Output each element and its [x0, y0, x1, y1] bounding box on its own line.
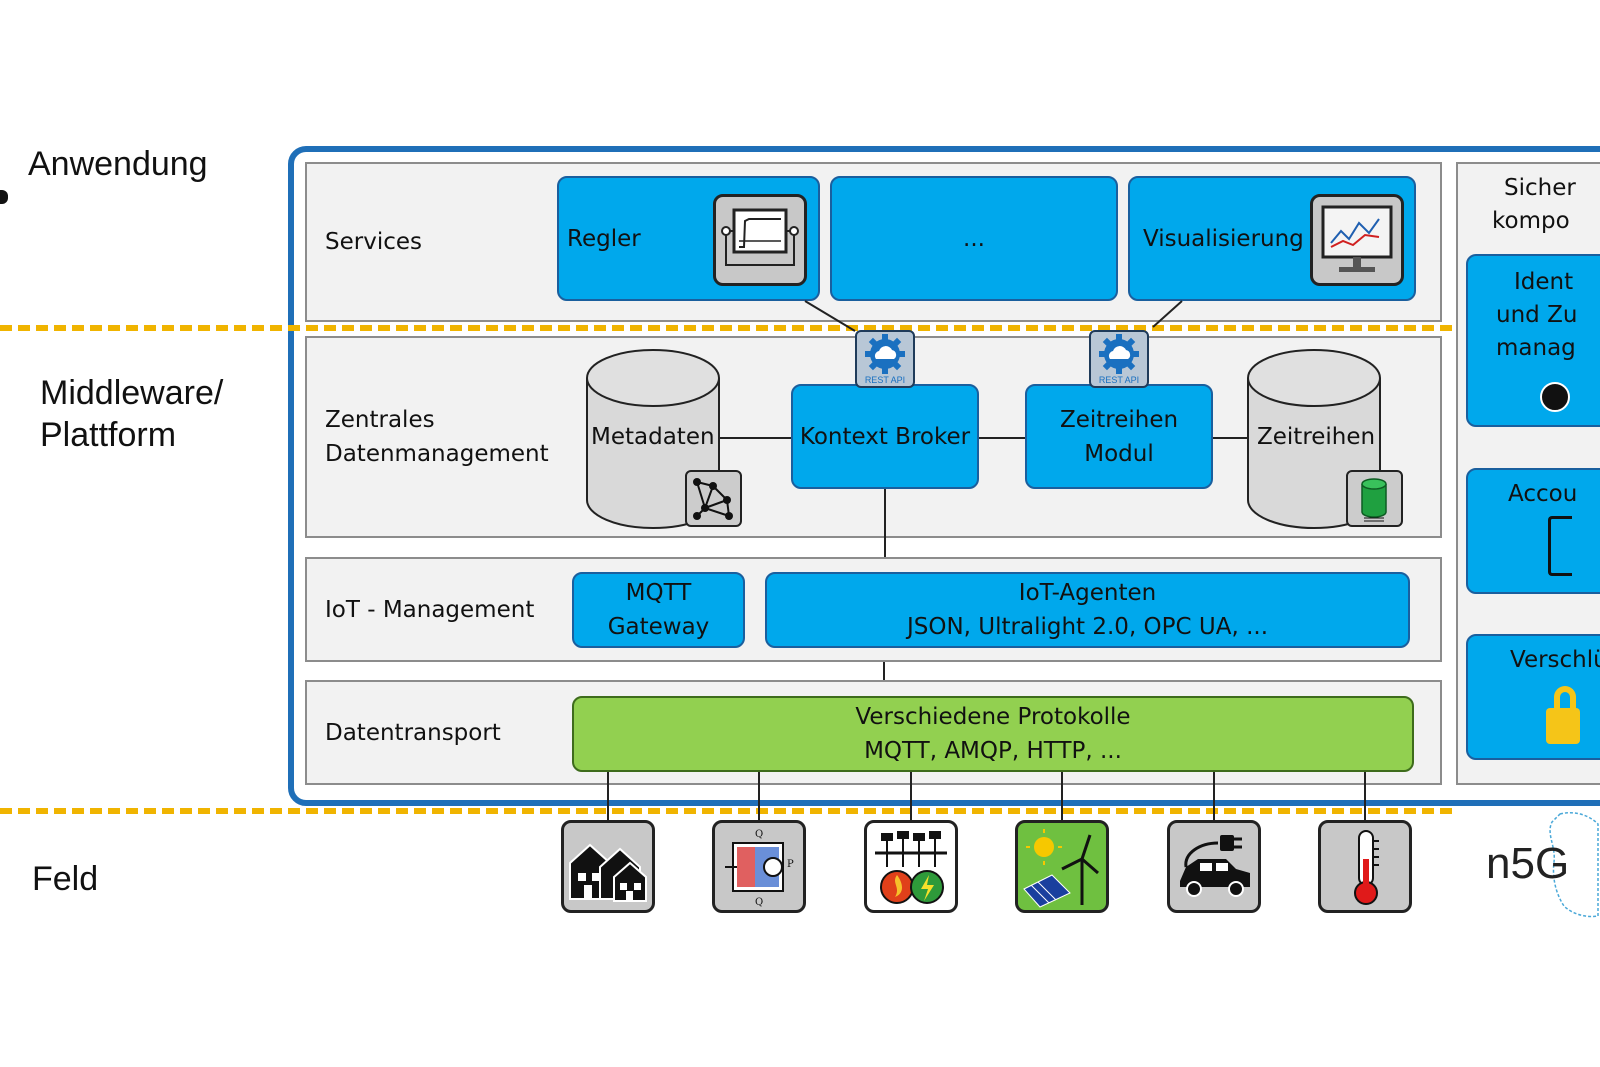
device-connector-5	[1213, 772, 1215, 822]
layer-label-field: Feld	[32, 860, 99, 898]
context-broker-label: Kontext Broker	[799, 423, 971, 450]
module-timeseries-connector	[1212, 437, 1248, 439]
layer-label-application: Anwendung	[28, 145, 208, 183]
timeseries-module-line1: Zeitreihen	[1059, 406, 1179, 433]
thermometer-icon	[1318, 820, 1412, 913]
account-label: Accou	[1508, 481, 1578, 507]
protocols-bus[interactable]: Verschiedene Protokolle MQTT, AMQP, HTTP…	[572, 696, 1414, 772]
transport-label: Datentransport	[325, 720, 501, 746]
device-connector-6	[1364, 772, 1366, 822]
edge-bracket	[0, 190, 8, 204]
encryption-box[interactable]: Verschlü	[1466, 634, 1600, 760]
notebook-icon	[1548, 516, 1572, 576]
device-connector-1	[607, 772, 609, 822]
gear-cloud-icon	[1099, 334, 1139, 374]
visualization-service[interactable]: Visualisierung	[1128, 176, 1416, 301]
security-title-line1: Sicher	[1504, 175, 1576, 201]
identity-line2: und Zu	[1496, 302, 1578, 328]
n5g-logo-text: n5G	[1486, 839, 1569, 888]
protocols-line1: Verschiedene Protokolle	[855, 704, 1131, 730]
n5g-logo: n5G	[1486, 812, 1599, 918]
mqtt-gateway-line1: MQTT	[625, 580, 692, 606]
svg-text:P: P	[787, 859, 794, 870]
rest-api-label-broker: REST API	[864, 375, 906, 385]
visualization-label: Visualisierung	[1143, 226, 1304, 252]
iot-agents-line1: IoT-Agenten	[1018, 580, 1157, 606]
controller-icon	[713, 194, 807, 286]
controller-service[interactable]: Regler	[557, 176, 820, 301]
svg-text:Q: Q	[755, 897, 763, 908]
services-panel-label: Services	[325, 229, 422, 255]
data-management-label-line1: Zentrales	[325, 407, 435, 433]
context-broker[interactable]: Kontext Broker	[791, 384, 979, 489]
mqtt-gateway-line2: Gateway	[607, 614, 710, 640]
identity-icon	[1540, 382, 1570, 412]
device-connector-4	[1061, 772, 1063, 822]
buildings-icon	[561, 820, 655, 913]
device-connector-2	[758, 772, 760, 822]
rest-api-badge-module: REST API	[1089, 330, 1149, 388]
data-management-label-line2: Datenmanagement	[325, 441, 549, 467]
security-title: Sicher kompo	[1492, 172, 1600, 238]
rest-api-label-module: REST API	[1098, 375, 1140, 385]
layer-label-middleware-line1: Middleware/	[40, 374, 224, 412]
device-connector-3	[910, 772, 912, 822]
layer-label-middleware: Middleware/ Plattform	[40, 372, 223, 456]
gear-cloud-icon	[865, 334, 905, 374]
grid-energy-icon	[864, 820, 958, 913]
mqtt-gateway[interactable]: MQTT Gateway	[572, 572, 745, 648]
controller-label: Regler	[567, 226, 641, 252]
layer-label-middleware-line2: Plattform	[40, 416, 177, 454]
identity-label: Ident und Zu manag	[1496, 266, 1577, 365]
identity-line3: manag	[1496, 335, 1576, 361]
graph-network-icon	[685, 470, 742, 527]
timeseries-module-line2: Modul	[1084, 440, 1154, 467]
renewables-icon	[1015, 820, 1109, 913]
identity-management-box[interactable]: Ident und Zu manag	[1466, 254, 1600, 427]
iot-management-label: IoT - Management	[325, 597, 535, 623]
iot-transport-connector	[883, 662, 885, 696]
heat-pump-icon: Q Q P	[712, 820, 806, 913]
svg-text:Q: Q	[755, 829, 763, 840]
rest-api-badge-broker: REST API	[855, 330, 915, 388]
data-management-label: Zentrales Datenmanagement	[325, 403, 549, 471]
identity-line1: Ident	[1514, 269, 1574, 295]
security-title-line2: kompo	[1492, 208, 1570, 234]
electric-car-icon	[1167, 820, 1261, 913]
broker-module-connector	[978, 437, 1026, 439]
separator-application-middleware	[0, 325, 1452, 331]
metadata-label: Metadaten	[591, 424, 715, 450]
monitor-chart-icon	[1310, 194, 1404, 286]
green-database-icon	[1346, 470, 1403, 527]
protocols-line2: MQTT, AMQP, HTTP, ...	[864, 738, 1122, 764]
iot-agents-line2: JSON, Ultralight 2.0, OPC UA, ...	[906, 614, 1269, 640]
timeseries-label: Zeitreihen	[1257, 424, 1376, 450]
ellipsis-service-label: ...	[963, 225, 985, 252]
iot-agents[interactable]: IoT-Agenten JSON, Ultralight 2.0, OPC UA…	[765, 572, 1410, 648]
metadata-broker-connector	[720, 437, 792, 439]
account-box[interactable]: Accou	[1466, 468, 1600, 594]
separator-middleware-field	[0, 808, 1452, 814]
timeseries-module[interactable]: Zeitreihen Modul	[1025, 384, 1213, 489]
lock-icon	[1546, 686, 1580, 746]
ellipsis-service[interactable]: ...	[830, 176, 1118, 301]
encryption-label: Verschlü	[1510, 647, 1600, 673]
broker-iot-connector	[884, 488, 886, 558]
